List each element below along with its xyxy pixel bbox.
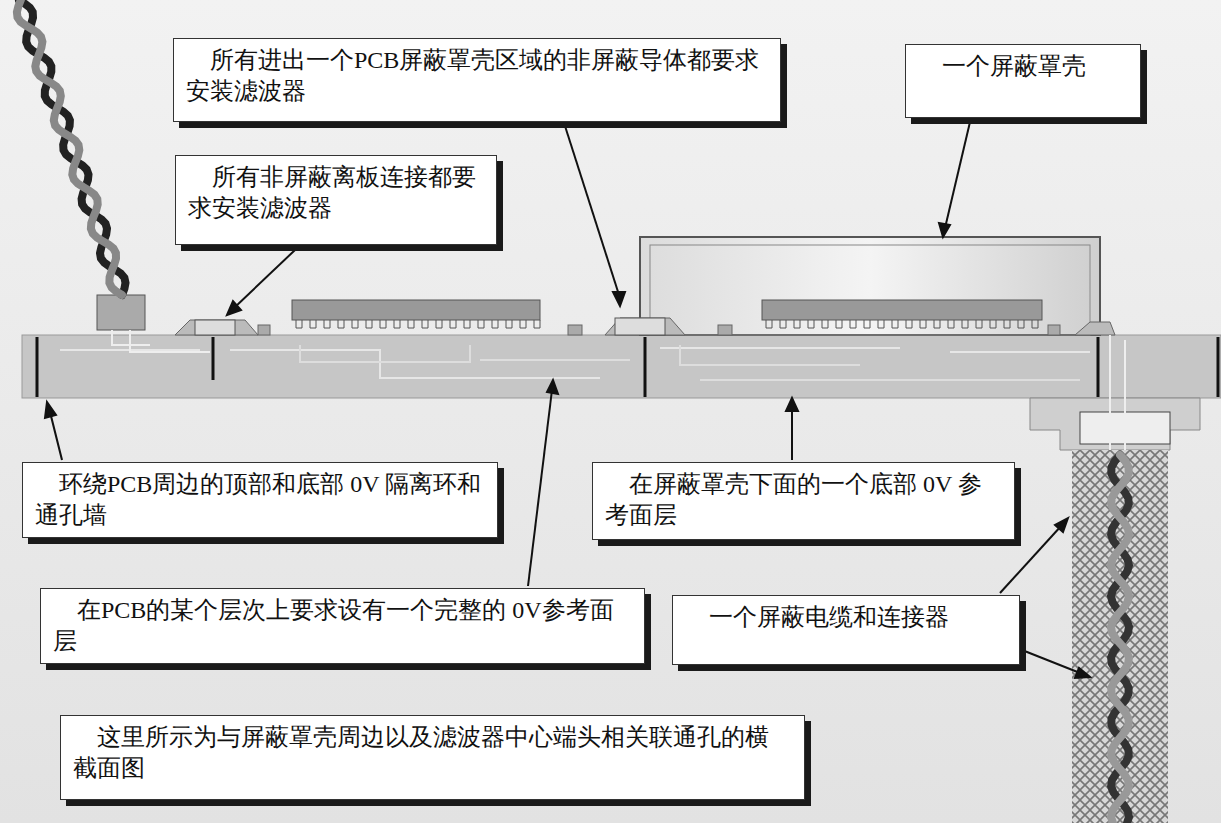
callout-text: 所有进出一个PCB屏蔽罩壳区域的非屏蔽导体都要求安装滤波器 <box>186 45 768 107</box>
callout-box: 所有非屏蔽离板连接都要求安装滤波器 <box>175 155 497 245</box>
twisted-cable <box>1111 455 1129 823</box>
filter <box>175 318 1115 335</box>
callout-text: 所有非屏蔽离板连接都要求安装滤波器 <box>188 162 484 224</box>
callout-box: 环绕PCB周边的顶部和底部 0V 隔离环和通孔墙 <box>22 462 498 538</box>
callout-text: 这里所示为与屏蔽罩壳周边以及滤波器中心端头相关联通孔的横截面图 <box>73 722 792 784</box>
callout-text: 在屏蔽罩壳下面的一个底部 0V 参考面层 <box>605 469 1002 531</box>
callout-box: 这里所示为与屏蔽罩壳周边以及滤波器中心端头相关联通孔的横截面图 <box>60 715 805 800</box>
twisted-cable <box>17 0 126 295</box>
connector <box>97 295 145 330</box>
callout-text: 一个屏蔽电缆和连接器 <box>685 602 1007 633</box>
wire <box>112 330 210 352</box>
callout-text: 一个屏蔽罩壳 <box>918 51 1128 82</box>
callout-text: 环绕PCB周边的顶部和底部 0V 隔离环和通孔墙 <box>35 469 485 531</box>
callout-box: 一个屏蔽罩壳 <box>905 44 1141 118</box>
shield-can <box>640 237 1100 335</box>
callout-box: 所有进出一个PCB屏蔽罩壳区域的非屏蔽导体都要求安装滤波器 <box>173 38 781 122</box>
shield-can <box>650 245 1090 335</box>
callout-box: 在屏蔽罩壳下面的一个底部 0V 参考面层 <box>592 462 1015 540</box>
callout-box: 一个屏蔽电缆和连接器 <box>672 595 1020 665</box>
wire <box>1110 335 1125 460</box>
callout-box: 在PCB的某个层次上要求设有一个完整的 0V参考面层 <box>40 588 645 664</box>
ic-chip <box>292 300 540 320</box>
ic-chip <box>762 300 1042 320</box>
pcb-board <box>22 335 1221 398</box>
pcb-traces <box>300 345 1080 380</box>
via-walls <box>37 337 1218 397</box>
cable-shield <box>1072 450 1168 823</box>
shielded-connector <box>1030 398 1200 450</box>
callout-text: 在PCB的某个层次上要求设有一个完整的 0V参考面层 <box>53 595 632 657</box>
